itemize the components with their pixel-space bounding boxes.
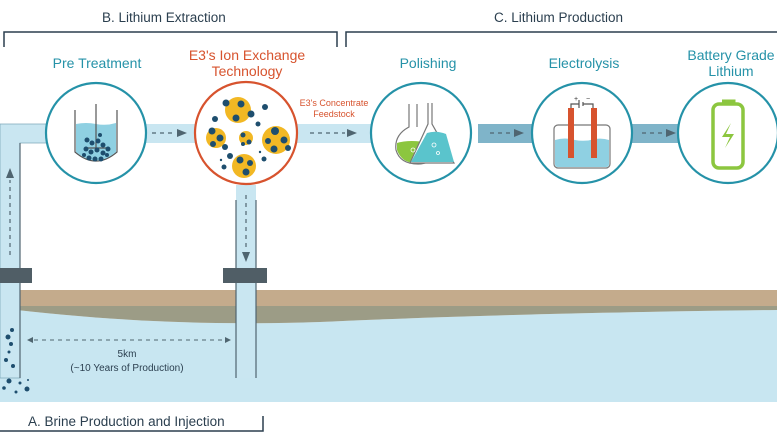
brine-bracket bbox=[0, 416, 264, 432]
feedstock-label-line: E3's Concentrate bbox=[299, 98, 369, 108]
brine-bubbles bbox=[2, 328, 30, 394]
step-label-line: Technology bbox=[211, 63, 283, 79]
section-title-brine: A. Brine Production and Injection bbox=[28, 414, 225, 429]
right-arrow-icon bbox=[225, 337, 231, 343]
minus-sign: − bbox=[586, 96, 590, 103]
right-arrow-icon bbox=[177, 129, 187, 137]
step-label-line: Lithium bbox=[708, 63, 754, 79]
anode bbox=[568, 108, 574, 158]
clay-layer bbox=[0, 306, 777, 324]
battery-node bbox=[676, 81, 777, 185]
right-arrow-icon bbox=[514, 129, 524, 137]
well-cap bbox=[223, 268, 267, 283]
distance-note: (~10 Years of Production) bbox=[70, 363, 184, 374]
step-label-ion-exchange: E3's Ion Exchange Technology bbox=[189, 47, 305, 79]
electrolysis-node: + − bbox=[530, 81, 634, 185]
lithium-ions bbox=[208, 99, 291, 176]
step-label-polishing: Polishing bbox=[399, 55, 457, 71]
well-cap bbox=[0, 268, 32, 283]
ion-exchange-node bbox=[193, 80, 299, 186]
down-arrow-icon bbox=[242, 252, 250, 262]
plus-sign: + bbox=[574, 96, 578, 103]
feedstock-label: E3's Concentrate Feedstock bbox=[300, 98, 369, 120]
step-label-pretreatment: Pre Treatment bbox=[52, 55, 142, 71]
section-title-production: C. Lithium Production bbox=[494, 10, 624, 25]
soil-layer bbox=[0, 290, 777, 310]
left-arrow-icon bbox=[27, 337, 33, 343]
extraction-bracket bbox=[3, 31, 338, 47]
step-label-electrolysis: Electrolysis bbox=[548, 55, 620, 71]
distance-value: 5km bbox=[117, 349, 137, 360]
polishing-node bbox=[369, 81, 473, 185]
step-label-line: Battery Grade bbox=[687, 47, 775, 63]
brine-aquifer bbox=[0, 308, 777, 402]
step-label-line: E3's Ion Exchange bbox=[188, 47, 306, 63]
production-bracket bbox=[345, 31, 777, 47]
battery-icon bbox=[711, 102, 745, 170]
step-label-battery: Battery Grade Lithium bbox=[687, 47, 774, 79]
pretreatment-node bbox=[44, 81, 148, 185]
cathode bbox=[591, 108, 597, 158]
particles bbox=[82, 133, 111, 162]
right-arrow-icon bbox=[347, 129, 357, 137]
distance-label: 5km (~10 Years of Production) bbox=[70, 348, 183, 376]
lightning-icon bbox=[722, 123, 734, 148]
right-arrow-icon bbox=[666, 129, 676, 137]
section-title-extraction: B. Lithium Extraction bbox=[102, 10, 226, 25]
feedstock-label-line: Feedstock bbox=[313, 109, 355, 119]
up-arrow-icon bbox=[6, 168, 14, 178]
circuit-wire bbox=[570, 103, 594, 108]
